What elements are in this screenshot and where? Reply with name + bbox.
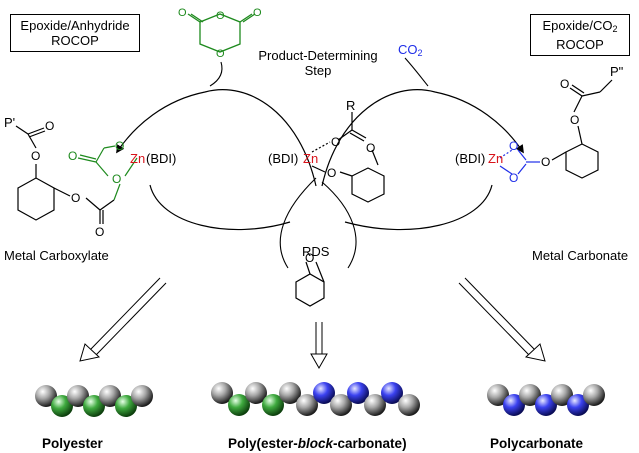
- anhydride-box-line1: Epoxide/Anhydride: [20, 18, 130, 33]
- blue-monomer-bead: [381, 382, 403, 404]
- block-copolymer-chain: [211, 382, 420, 416]
- left-oxygen-2: O: [31, 149, 40, 163]
- right-oxygen-3: O: [541, 155, 550, 169]
- gray-monomer-bead: [487, 384, 509, 406]
- green-monomer-bead: [262, 394, 284, 416]
- center-ligand: (BDI): [268, 151, 298, 166]
- left-oxygen-green-2: O: [115, 139, 124, 153]
- left-oxygen-green-3: O: [112, 172, 121, 186]
- gray-monomer-bead: [296, 394, 318, 416]
- rds-label: RDS: [302, 244, 330, 259]
- gray-monomer-bead: [211, 382, 233, 404]
- block-copolymer-suffix: -carbonate): [333, 436, 407, 451]
- blue-monomer-bead: [347, 382, 369, 404]
- anhydride-oxygen-left: O: [178, 7, 187, 19]
- left-cycle-return-arc: [149, 184, 291, 231]
- hollow-arrow-left: [79, 277, 167, 362]
- co2-reagent-subscript: 2: [417, 48, 423, 58]
- right-ligand: (BDI): [455, 151, 485, 166]
- polycarbonate-chain: [487, 384, 605, 416]
- polycarbonate-label: Polycarbonate: [490, 436, 584, 451]
- zinc-alkoxide-structure: [311, 112, 385, 203]
- product-determining-step-label: Product-Determining Step: [248, 48, 388, 78]
- blue-monomer-bead: [313, 382, 335, 404]
- gray-monomer-bead: [35, 385, 57, 407]
- left-cycle-arc: [116, 89, 317, 187]
- center-oxygen-1: O: [331, 135, 340, 149]
- right-zinc: Zn: [488, 151, 503, 166]
- metal-carboxylate-label: Metal Carboxylate: [4, 248, 109, 263]
- gray-monomer-bead: [519, 384, 541, 406]
- green-monomer-bead: [115, 395, 137, 417]
- right-oxygen-blue-2: O: [509, 171, 518, 185]
- left-oxygen-1: O: [45, 119, 54, 133]
- gray-monomer-bead: [279, 382, 301, 404]
- polyester-label: Polyester: [42, 436, 103, 451]
- right-oxygen-1: O: [560, 77, 569, 91]
- product-step-line1: Product-Determining: [258, 48, 378, 63]
- blue-monomer-bead: [535, 394, 557, 416]
- epoxide-oxygen: O: [305, 251, 314, 265]
- polyester-chain: [35, 385, 153, 417]
- anhydride-oxygen-bottom: O: [216, 48, 225, 60]
- anhydride-box-line2: ROCOP: [51, 33, 99, 48]
- left-oxygen-green-1: O: [68, 149, 77, 163]
- gray-monomer-bead: [364, 394, 386, 416]
- cyclohexene-oxide-structure: [295, 261, 325, 307]
- anhydride-rocop-box: Epoxide/Anhydride ROCOP: [10, 14, 140, 52]
- co2-reagent-label: CO2: [398, 42, 423, 61]
- metal-carbonate-label: Metal Carbonate: [532, 248, 629, 263]
- gray-monomer-bead: [131, 385, 153, 407]
- rds-loop-arc: [279, 177, 357, 269]
- hollow-arrow-center: [310, 322, 328, 370]
- center-oxygen-2: O: [366, 141, 375, 155]
- block-copolymer-italic: block: [297, 436, 334, 451]
- co2-reagent-prefix: CO: [398, 42, 418, 57]
- right-cycle-return-arc: [344, 184, 493, 231]
- right-cycle-arc: [321, 89, 524, 187]
- left-oxygen-4: O: [95, 225, 104, 239]
- left-oxygen-3: O: [71, 191, 80, 205]
- green-monomer-bead: [228, 394, 250, 416]
- co2-box-subscript: 2: [612, 24, 618, 34]
- gray-monomer-bead: [67, 385, 89, 407]
- green-monomer-bead: [51, 395, 73, 417]
- left-zinc: Zn: [130, 151, 145, 166]
- hollow-arrow-right: [458, 277, 546, 362]
- gray-monomer-bead: [245, 382, 267, 404]
- product-step-line2: Step: [304, 63, 332, 78]
- block-copolymer-prefix: Poly(ester-: [228, 436, 298, 451]
- anhydride-input-curve: [209, 61, 223, 87]
- center-oxygen-3: O: [327, 166, 336, 180]
- center-substituent-label: R: [346, 98, 355, 113]
- left-substituent-label: P': [4, 115, 15, 130]
- co2-box-line1: Epoxide/CO2: [535, 18, 625, 37]
- right-oxygen-2: O: [570, 113, 579, 127]
- anhydride-oxygen-right: O: [253, 7, 262, 19]
- metal-carboxylate-structure: [15, 125, 138, 224]
- gray-monomer-bead: [583, 384, 605, 406]
- left-ligand: (BDI): [146, 151, 176, 166]
- blue-monomer-bead: [567, 394, 589, 416]
- block-copolymer-label: Poly(ester-block-carbonate): [228, 436, 407, 451]
- co2-rocop-box: Epoxide/CO2 ROCOP: [530, 14, 630, 56]
- gray-monomer-bead: [551, 384, 573, 406]
- diglycolic-anhydride-structure: [187, 13, 256, 53]
- co2-input-curve: [404, 57, 429, 87]
- right-substituent-label: P": [610, 64, 624, 79]
- co2-box-prefix: Epoxide/CO: [542, 18, 613, 33]
- anhydride-oxygen-top: O: [216, 10, 225, 22]
- co2-box-line2: ROCOP: [556, 37, 604, 52]
- gray-monomer-bead: [99, 385, 121, 407]
- metal-carbonate-structure: [499, 79, 613, 179]
- right-oxygen-blue-1: O: [509, 139, 518, 153]
- gray-monomer-bead: [398, 394, 420, 416]
- center-zinc: Zn: [303, 151, 318, 166]
- blue-monomer-bead: [503, 394, 525, 416]
- green-monomer-bead: [83, 395, 105, 417]
- gray-monomer-bead: [330, 394, 352, 416]
